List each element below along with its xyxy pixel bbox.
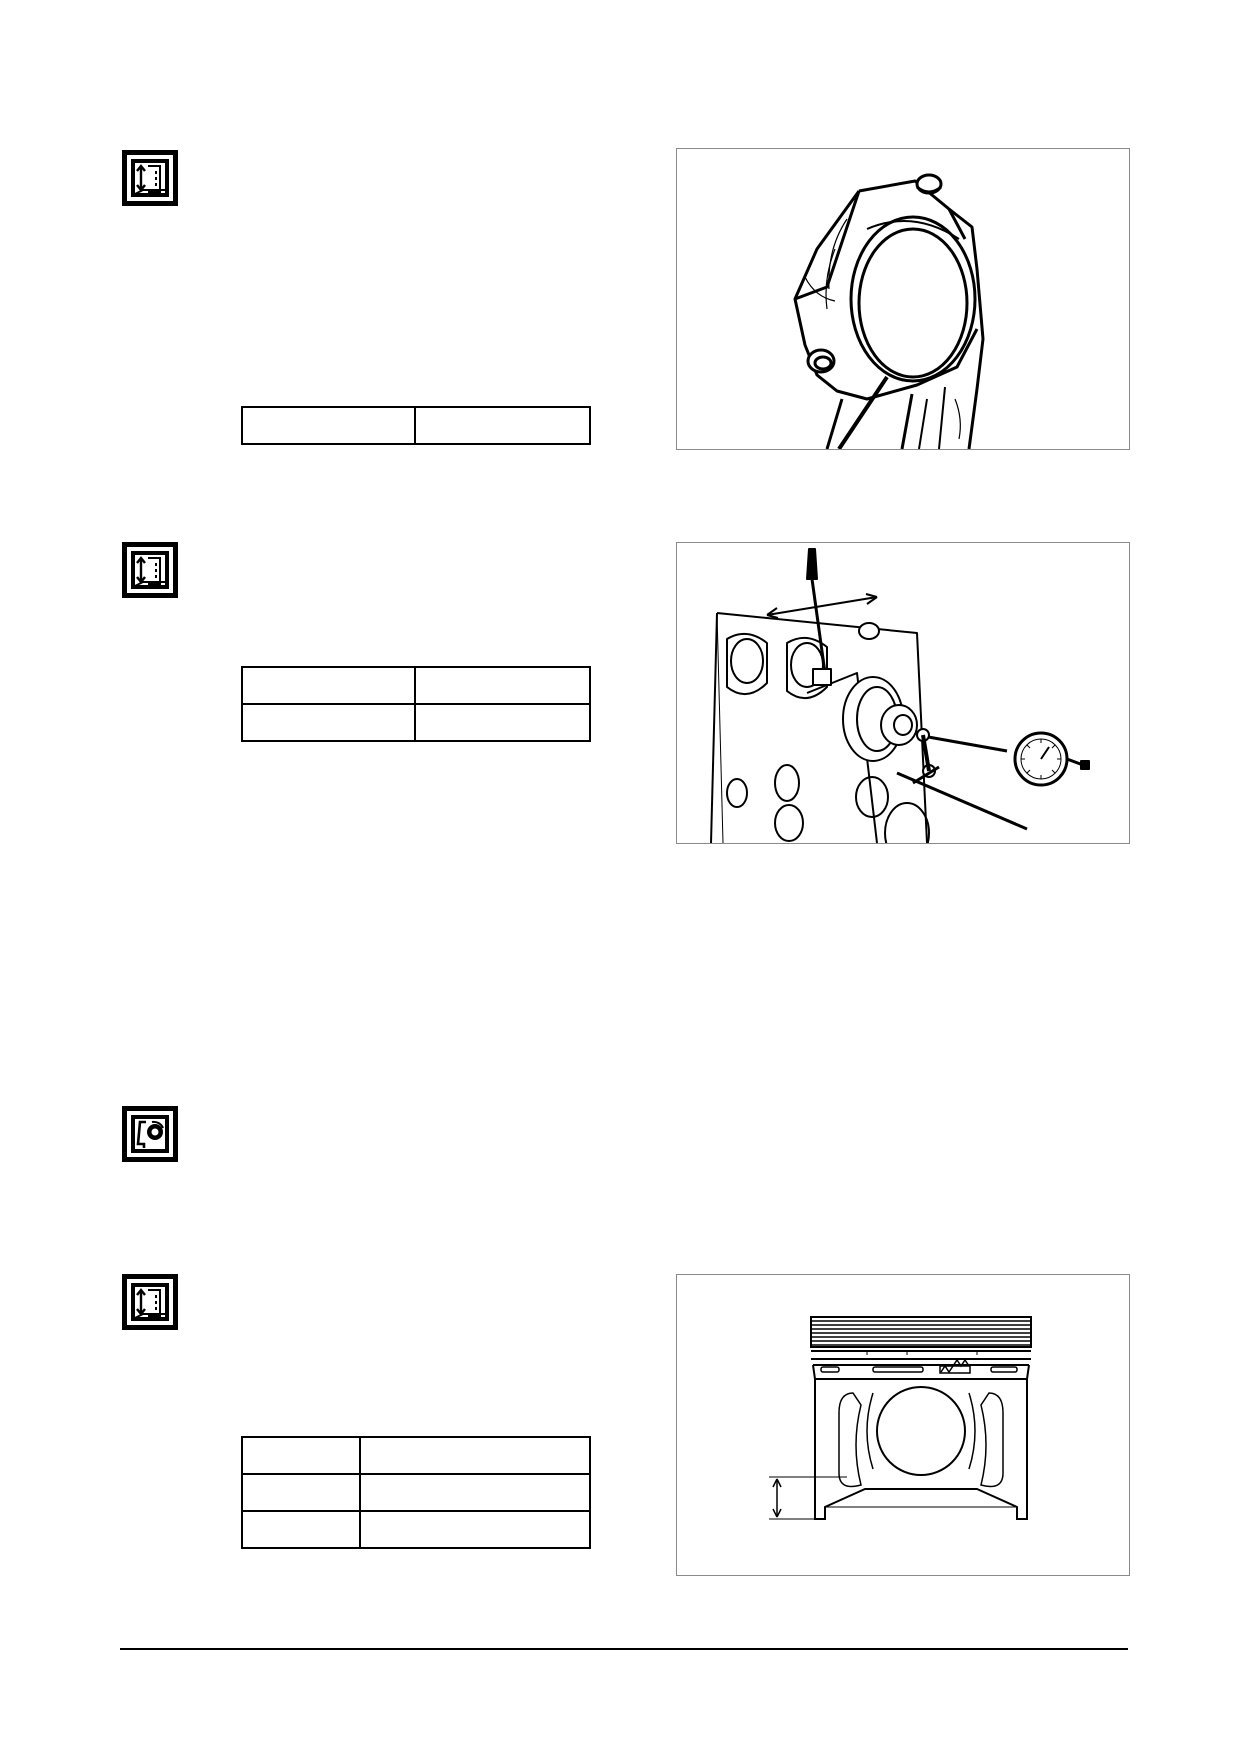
- table-row: [241, 406, 591, 445]
- table-cell: [414, 666, 591, 705]
- torque-wrench-icon: [122, 1106, 178, 1162]
- measurement-icon: [122, 542, 178, 598]
- table-cell: [241, 666, 416, 705]
- table-row: [241, 703, 591, 742]
- spec-table: [241, 666, 591, 742]
- table-cell: [241, 1436, 361, 1475]
- table-cell: [241, 1473, 361, 1512]
- table-cell: [414, 406, 591, 445]
- measurement-icon: [122, 1274, 178, 1330]
- connecting-rod-bearing-figure: [676, 148, 1130, 450]
- spec-table: [241, 1436, 591, 1549]
- table-cell: [241, 703, 416, 742]
- table-row: [241, 1436, 591, 1475]
- table-cell: [414, 703, 591, 742]
- table-row: [241, 1473, 591, 1512]
- table-cell: [359, 1473, 591, 1512]
- footer-rule: [120, 1648, 1128, 1650]
- crankshaft-end-play-figure: [676, 542, 1130, 844]
- table-cell: [241, 406, 416, 445]
- table-cell: [359, 1510, 591, 1549]
- table-row: [241, 1510, 591, 1549]
- spec-table: [241, 406, 591, 445]
- table-cell: [359, 1436, 591, 1475]
- measurement-icon: [122, 150, 178, 206]
- piston-measurement-figure: [676, 1274, 1130, 1576]
- table-row: [241, 666, 591, 705]
- table-cell: [241, 1510, 361, 1549]
